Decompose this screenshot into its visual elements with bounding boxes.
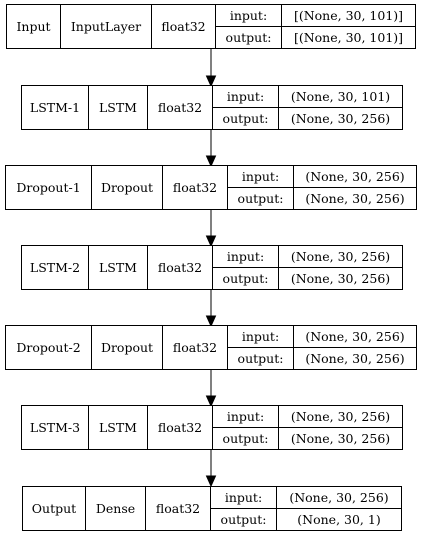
- output-label: output:: [223, 431, 269, 446]
- layer-type: Dense: [96, 501, 135, 516]
- layer-node-lstm-3: LSTM-3 LSTM float32 input: (None, 30, 25…: [21, 405, 403, 450]
- arrow-6: [205, 450, 217, 488]
- layer-name: LSTM-2: [30, 260, 80, 275]
- layer-type: LSTM: [99, 420, 137, 435]
- layer-node-lstm-1: LSTM-1 LSTM float32 input: (None, 30, 10…: [21, 85, 403, 130]
- layer-dtype: float32: [158, 100, 202, 115]
- layer-type: Dropout: [101, 180, 153, 195]
- layer-dtype: float32: [158, 420, 202, 435]
- layer-node-dropout-2: Dropout-2 Dropout float32 input: (None, …: [5, 325, 417, 370]
- output-shape: (None, 30, 1): [297, 512, 380, 527]
- layer-type: LSTM: [99, 100, 137, 115]
- layer-name: Output: [32, 501, 76, 516]
- layer-dtype: float32: [161, 19, 205, 34]
- layer-name: LSTM-3: [30, 420, 80, 435]
- arrow-3: [205, 210, 217, 248]
- layer-node-input: Input InputLayer float32 input: [(None, …: [6, 4, 416, 49]
- input-label: input:: [227, 409, 264, 424]
- output-label: output:: [223, 271, 269, 286]
- input-shape: (None, 30, 256): [305, 169, 404, 184]
- layer-type: LSTM: [99, 260, 137, 275]
- output-shape: (None, 30, 256): [305, 351, 404, 366]
- layer-dtype: float32: [173, 180, 217, 195]
- arrow-5: [205, 370, 217, 408]
- output-label: output:: [223, 111, 269, 126]
- output-label: output:: [226, 30, 272, 45]
- output-label: output:: [238, 191, 284, 206]
- layer-name: Dropout-2: [16, 340, 80, 355]
- input-shape: (None, 30, 256): [289, 490, 388, 505]
- output-shape: [(None, 30, 101)]: [294, 30, 403, 45]
- layer-type: InputLayer: [71, 19, 141, 34]
- output-shape: (None, 30, 256): [291, 271, 390, 286]
- output-shape: (None, 30, 256): [305, 191, 404, 206]
- layer-name: LSTM-1: [30, 100, 80, 115]
- output-label: output:: [221, 512, 267, 527]
- input-shape: (None, 30, 256): [291, 409, 390, 424]
- arrows: [205, 49, 217, 488]
- output-shape: (None, 30, 256): [291, 111, 390, 126]
- layer-node-lstm-2: LSTM-2 LSTM float32 input: (None, 30, 25…: [21, 245, 403, 290]
- output-label: output:: [238, 351, 284, 366]
- layer-node-dropout-1: Dropout-1 Dropout float32 input: (None, …: [5, 165, 417, 210]
- arrow-1: [205, 49, 217, 88]
- input-shape: (None, 30, 256): [291, 249, 390, 264]
- input-label: input:: [242, 329, 279, 344]
- arrow-2: [205, 130, 217, 168]
- layer-name: Input: [16, 19, 50, 34]
- layer-dtype: float32: [156, 501, 200, 516]
- layer-dtype: float32: [173, 340, 217, 355]
- layer-name: Dropout-1: [16, 180, 80, 195]
- input-label: input:: [225, 490, 262, 505]
- input-shape: [(None, 30, 101)]: [294, 8, 403, 23]
- input-shape: (None, 30, 101): [291, 89, 390, 104]
- input-label: input:: [227, 89, 264, 104]
- layer-type: Dropout: [101, 340, 153, 355]
- arrow-4: [205, 290, 217, 328]
- layer-node-output: Output Dense float32 input: (None, 30, 2…: [22, 486, 402, 531]
- input-label: input:: [227, 249, 264, 264]
- layer-dtype: float32: [158, 260, 202, 275]
- input-shape: (None, 30, 256): [305, 329, 404, 344]
- output-shape: (None, 30, 256): [291, 431, 390, 446]
- input-label: input:: [242, 169, 279, 184]
- input-label: input:: [230, 8, 267, 23]
